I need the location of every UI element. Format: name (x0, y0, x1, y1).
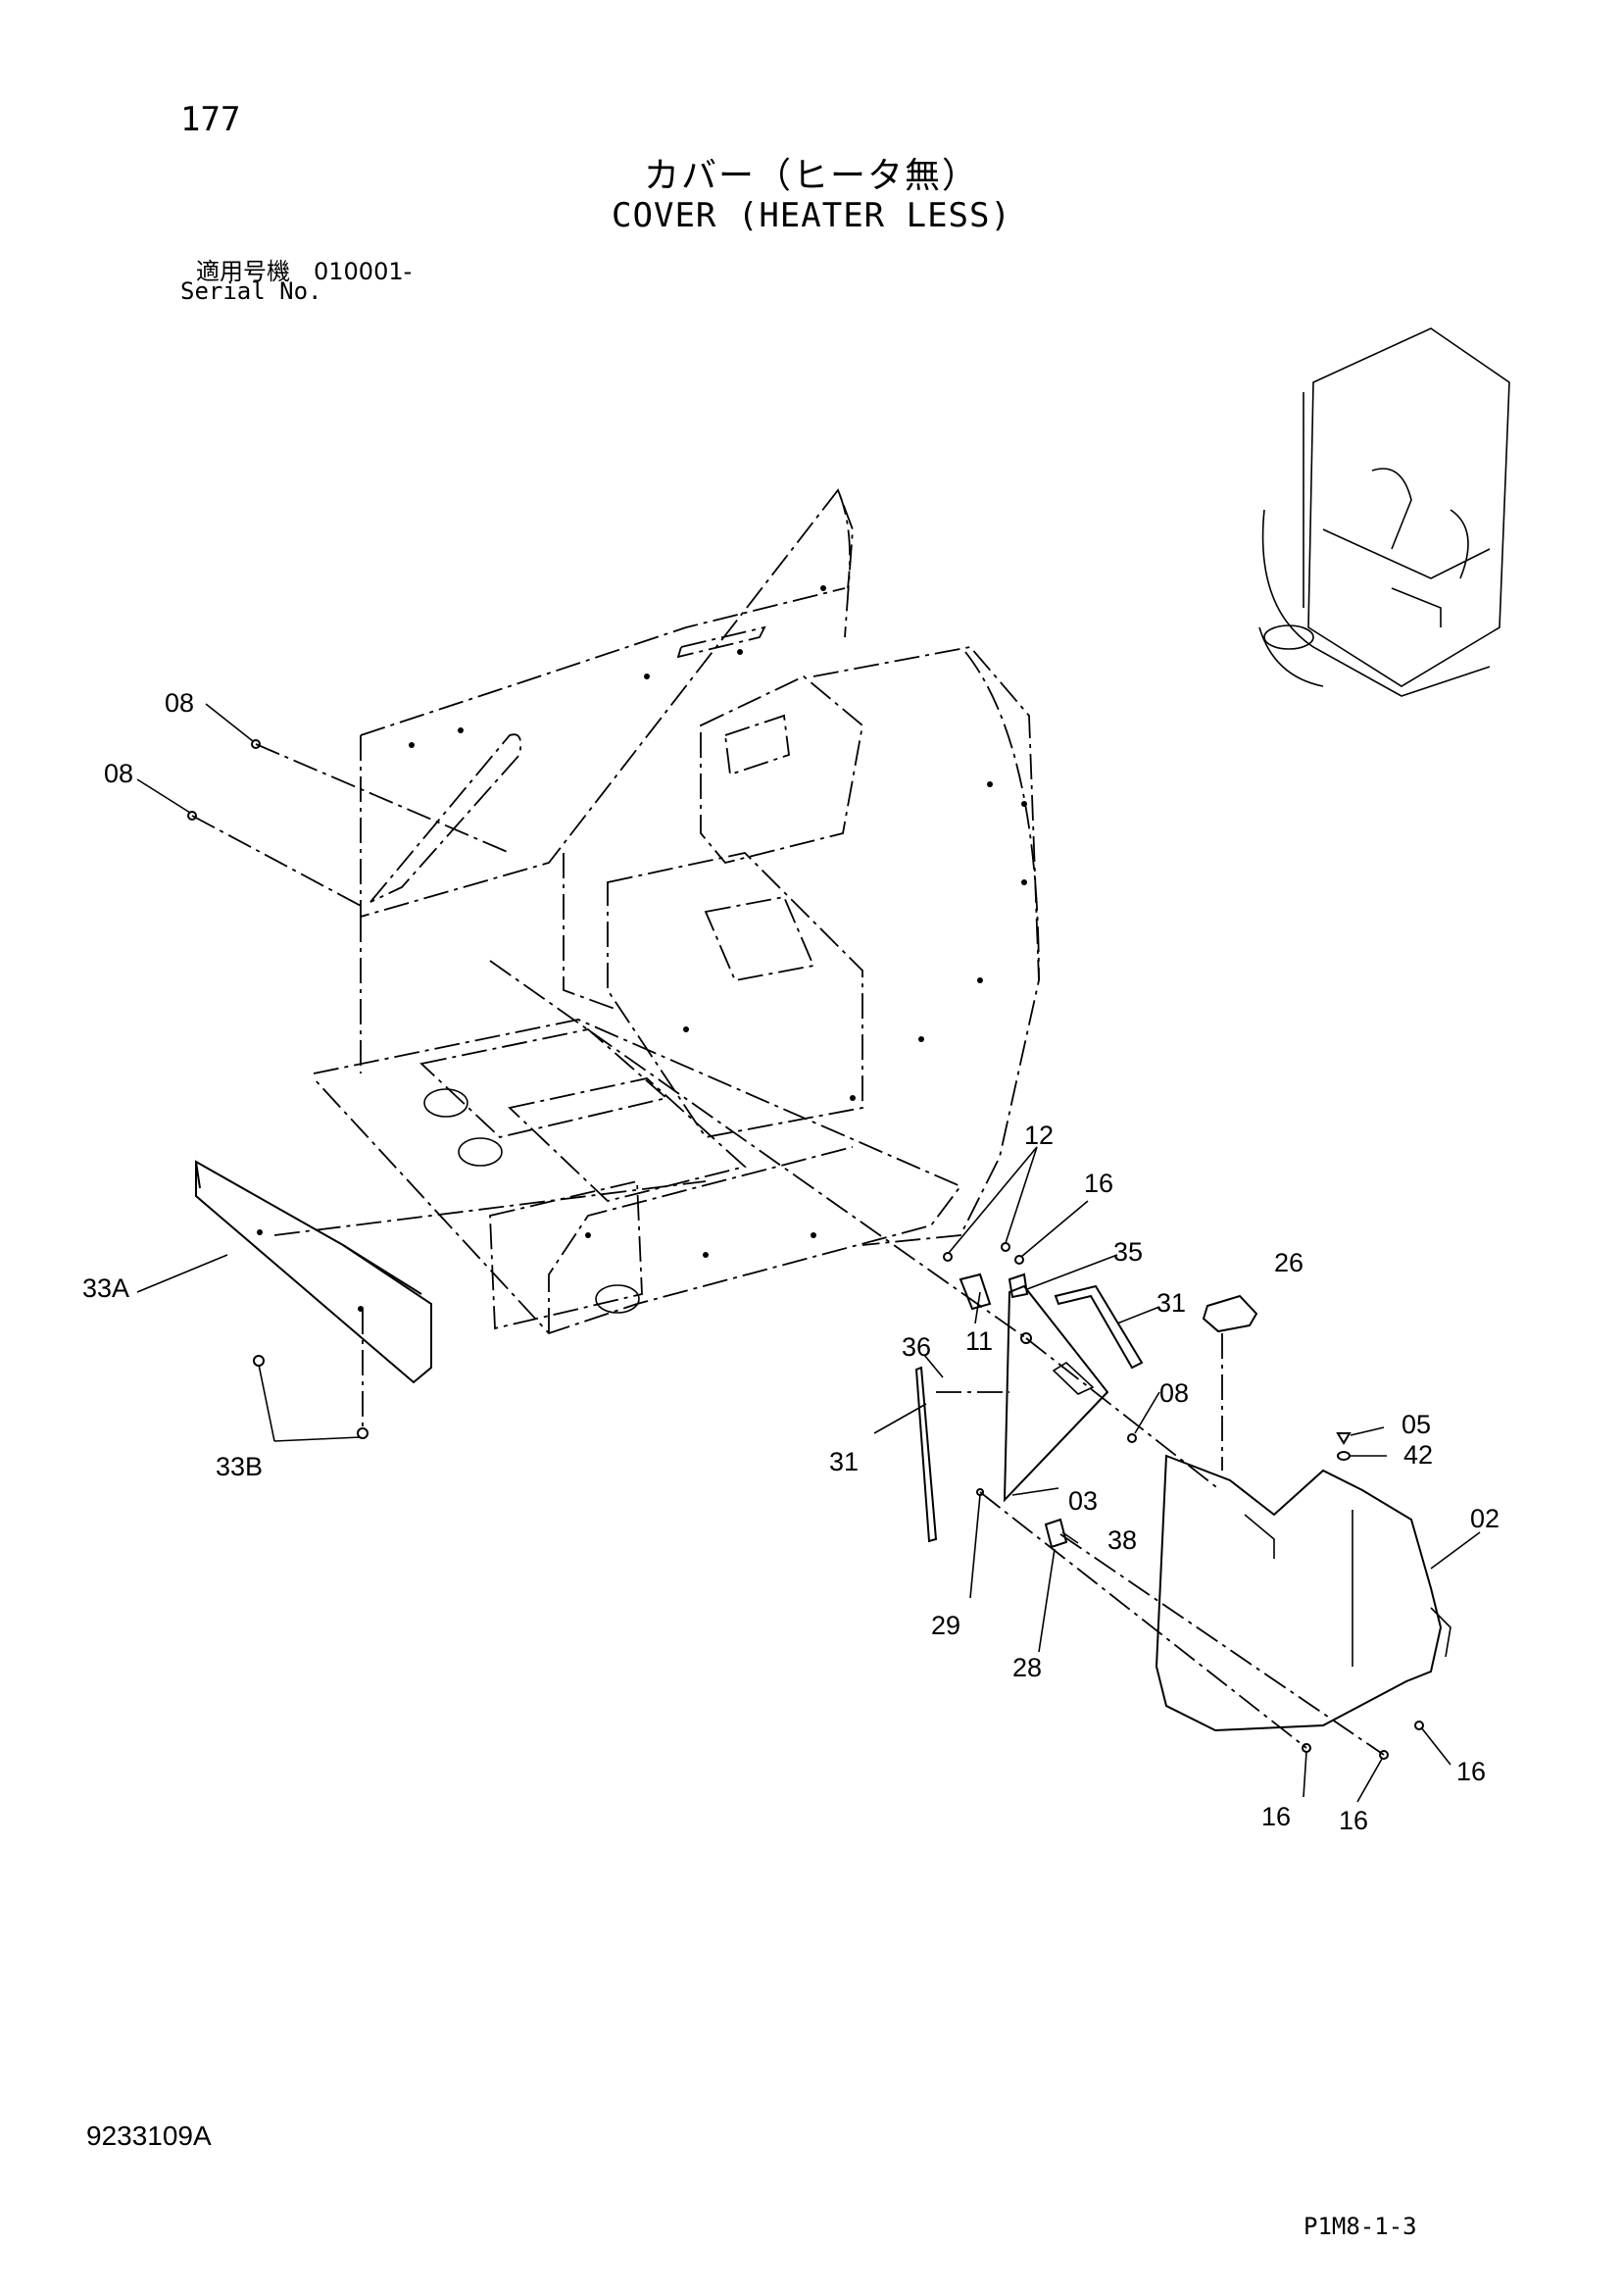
leader-lines (136, 703, 1481, 1803)
callout-11: 11 (965, 1326, 993, 1356)
title-japanese: カバー（ヒータ無） (643, 156, 979, 196)
part-callouts: 08 08 33A 33B 12 16 35 11 31 36 26 08 31… (82, 688, 1500, 1835)
callout-33a: 33A (82, 1273, 129, 1303)
page-number: 177 (180, 100, 241, 139)
callout-16-bottom-right: 16 (1339, 1806, 1368, 1835)
part-03-panel (1003, 1284, 1109, 1503)
callout-31-left: 31 (829, 1447, 859, 1476)
callout-42: 42 (1403, 1440, 1433, 1470)
callout-35: 35 (1113, 1237, 1143, 1267)
callout-28: 28 (1012, 1653, 1042, 1682)
callout-33b: 33B (216, 1452, 263, 1481)
callout-26: 26 (1274, 1248, 1303, 1277)
serial-label-japanese: 適用号機 010001- (196, 258, 413, 285)
cab-floor-assembly (313, 488, 1040, 1335)
callout-36: 36 (902, 1332, 931, 1362)
callout-08-upper: 08 (165, 688, 194, 718)
callout-03: 03 (1068, 1486, 1098, 1516)
cab-location-inset (1258, 327, 1510, 697)
callout-08-lower: 08 (104, 759, 133, 788)
callout-08-right: 08 (1159, 1378, 1189, 1408)
small-hardware (187, 739, 1424, 1760)
callout-38: 38 (1107, 1525, 1137, 1555)
callout-05: 05 (1402, 1410, 1431, 1439)
document-number: 9233109A (86, 2121, 212, 2151)
callout-31-right: 31 (1156, 1288, 1186, 1318)
callout-12: 12 (1024, 1121, 1054, 1150)
callout-29: 29 (931, 1611, 960, 1640)
assembly-centerlines (191, 743, 1385, 1756)
part-02-side-cover (1155, 1454, 1451, 1732)
part-26-cap (1202, 1294, 1258, 1333)
title-english: COVER (HEATER LESS) (612, 196, 1011, 235)
callout-16-bottom-left: 16 (1261, 1802, 1291, 1831)
part-33a-bar (195, 1160, 432, 1384)
page-code: P1M8-1-3 (1303, 2213, 1417, 2240)
callout-16-right: 16 (1456, 1757, 1486, 1786)
callout-02: 02 (1470, 1504, 1500, 1533)
serial-label-english: Serial No. (180, 277, 322, 305)
callout-16-top: 16 (1084, 1169, 1113, 1198)
part-31-tubes (914, 1284, 1144, 1543)
